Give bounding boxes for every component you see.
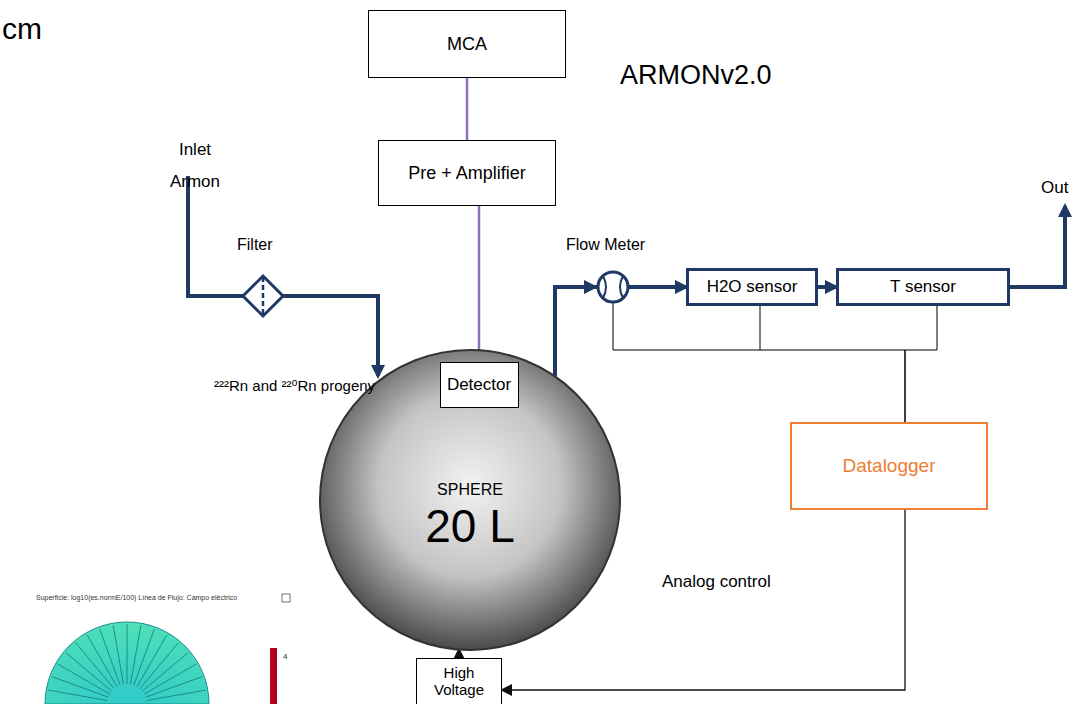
- connector: [818, 285, 836, 289]
- node-text: MCA: [447, 34, 487, 55]
- detector-box: Detector: [440, 362, 519, 408]
- flow-arrowhead: [584, 280, 598, 294]
- component-label: Flow Meter: [566, 236, 645, 254]
- connector: [760, 306, 905, 422]
- process-box: MCA: [368, 10, 566, 78]
- sensor-box: T sensor: [836, 268, 1010, 306]
- inlet-pipe: [188, 176, 244, 296]
- colorbar-tick: 4: [283, 652, 287, 661]
- node-text: Datalogger: [843, 455, 936, 477]
- inlet-pipe: [282, 296, 378, 376]
- process-box: Pre + Amplifier: [378, 140, 556, 206]
- outlet-label: Out: [1041, 178, 1068, 198]
- node-text: Pre + Amplifier: [408, 163, 526, 184]
- inlet-label: Inlet Armon: [166, 134, 224, 199]
- signal-wire: [613, 302, 760, 350]
- filter-symbol: [243, 276, 283, 316]
- power-supply-box: High Voltage: [416, 658, 502, 704]
- node-text: H2O sensor: [707, 277, 798, 297]
- node-text: Detector: [447, 375, 511, 395]
- node-text: High Voltage: [423, 664, 495, 699]
- node-text: T sensor: [890, 277, 956, 297]
- datalogger-box: Datalogger: [790, 422, 988, 510]
- connector: [478, 206, 481, 362]
- connector: [466, 78, 469, 140]
- edge-label: Analog control: [660, 572, 773, 592]
- connector: [458, 650, 460, 658]
- connector: [905, 306, 937, 422]
- flow-meter-symbol: [598, 272, 628, 302]
- sensor-box: H2O sensor: [686, 268, 818, 306]
- annotation: ²²²Rn and ²²⁰Rn progeny: [214, 377, 375, 395]
- node-text: 20 L: [425, 499, 515, 553]
- field-simulation: [10, 592, 300, 704]
- outlet-pipe: [1010, 206, 1065, 287]
- diagram-title: ARMONv2.0: [620, 60, 772, 91]
- filter-element: [262, 277, 265, 315]
- component-label: Filter: [237, 236, 273, 254]
- node-text: SPHERE: [437, 481, 503, 499]
- plot-title: Superficie: log10(es.normE/100) Línea de…: [36, 594, 237, 601]
- cut-text: cm: [2, 12, 42, 46]
